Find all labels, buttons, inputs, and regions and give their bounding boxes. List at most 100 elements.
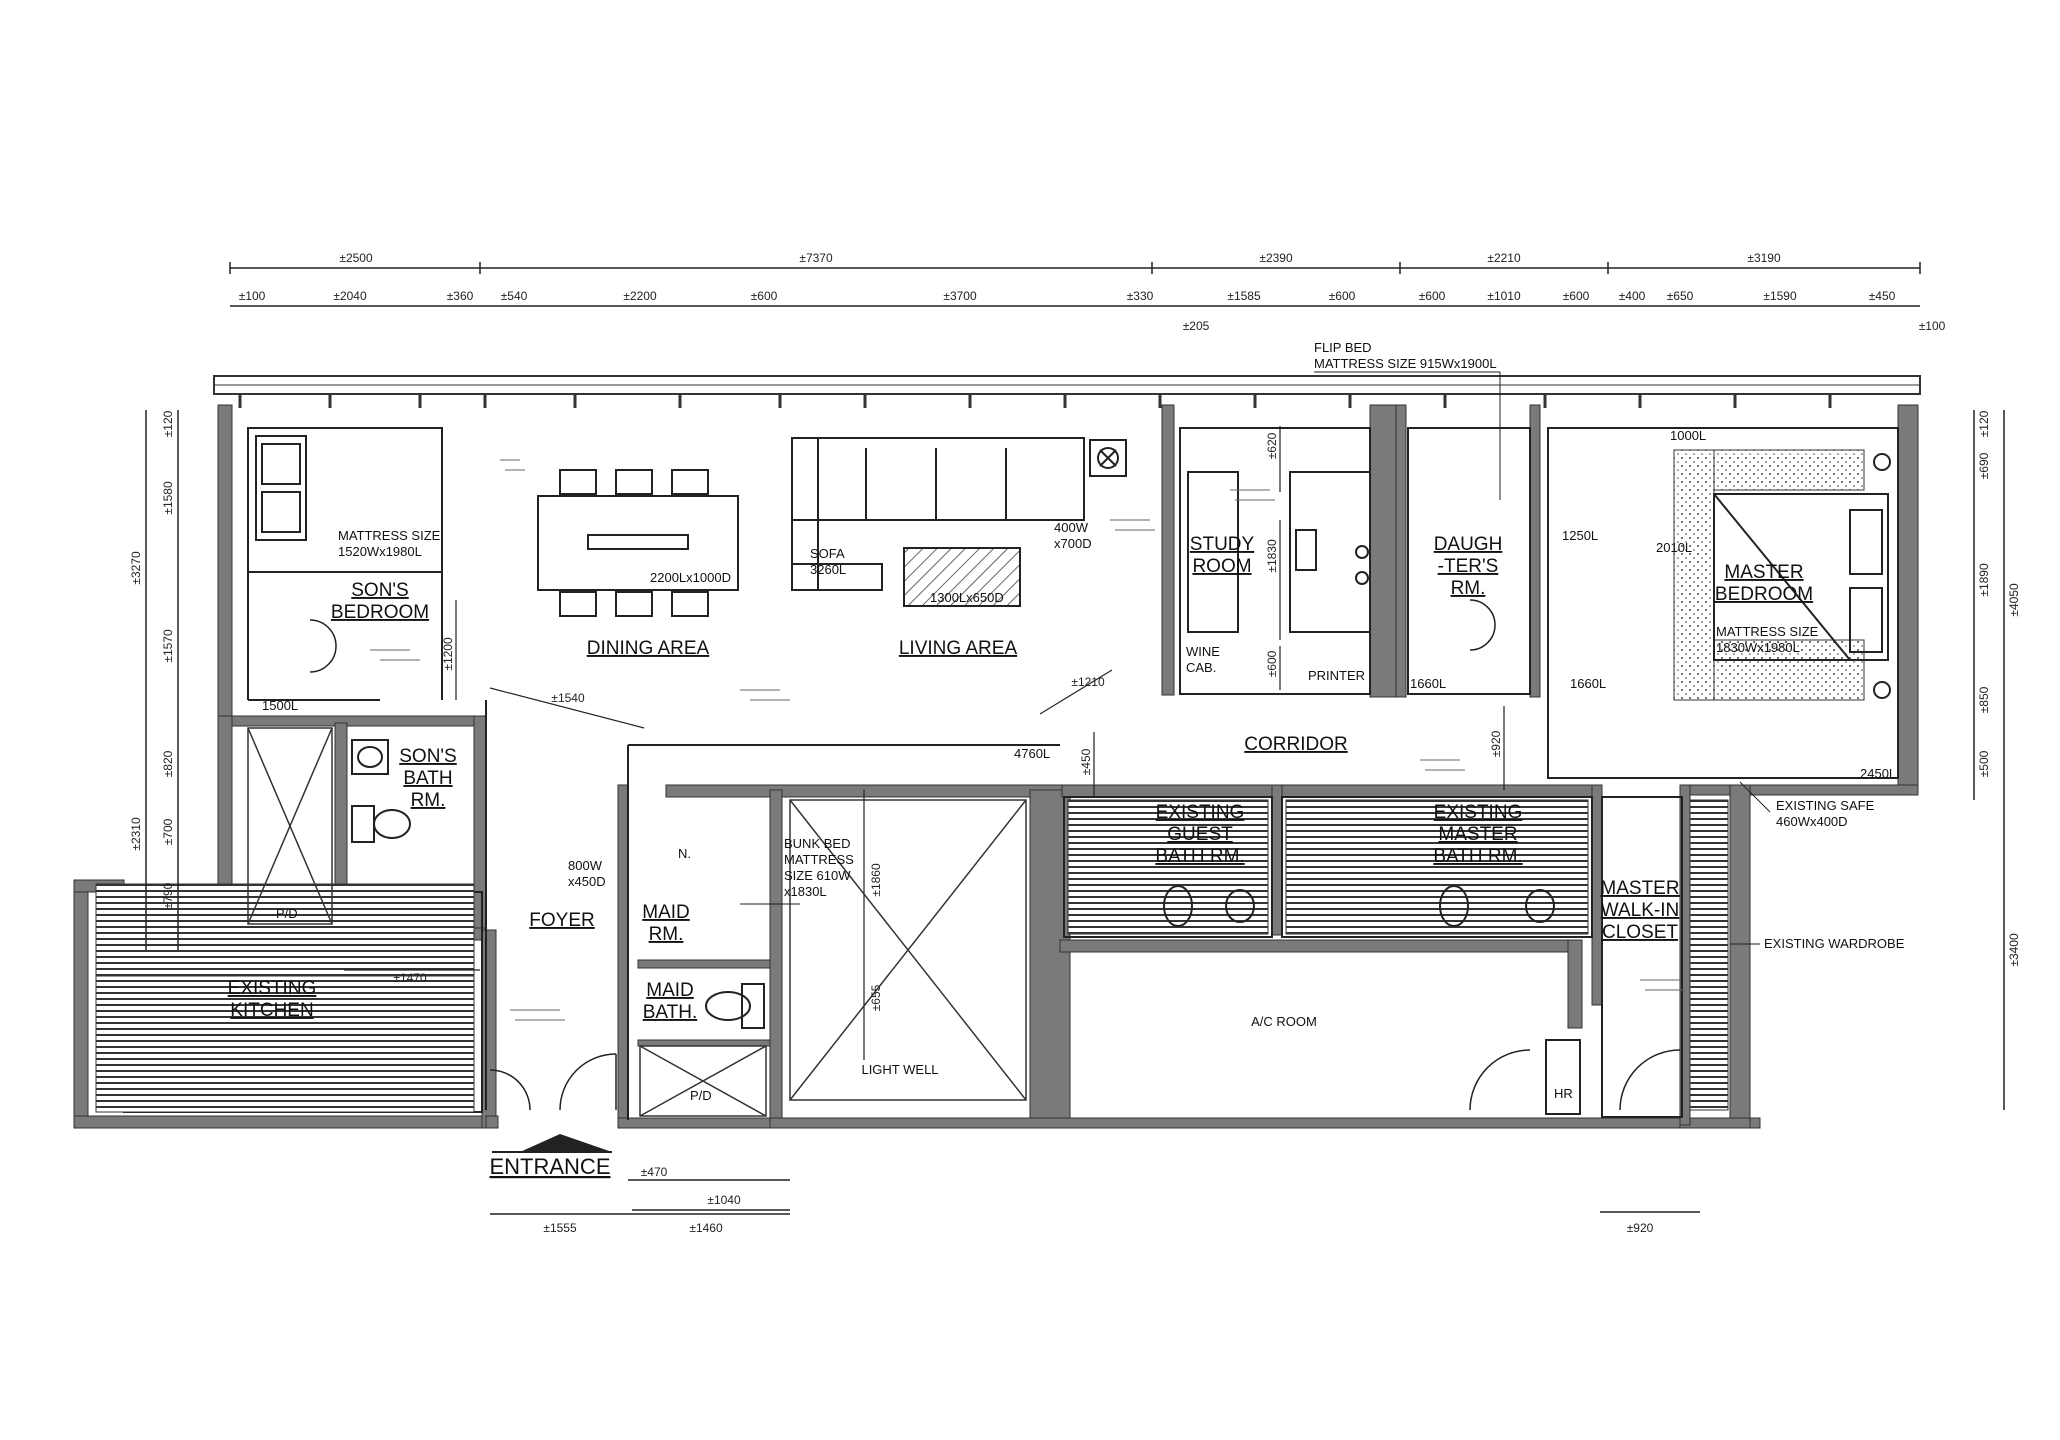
ac-room-label: A/C ROOM xyxy=(1251,1014,1317,1029)
entrance-label: ENTRANCE xyxy=(489,1154,610,1179)
dim-bottom-2: ±1555 xyxy=(543,1221,577,1235)
bottom-dimension-lines xyxy=(490,1179,1700,1215)
dim-inner-1470: ±1470 xyxy=(393,971,427,985)
inner-dimension-labels: ±1540 ±1210 ±1200 ±1470 ±620 ±1830 ±600 … xyxy=(393,432,1503,1011)
hatched-existing-areas xyxy=(95,449,1865,1113)
dim-left-inner-3: ±820 xyxy=(161,750,175,777)
son-1500l-note: 1500L xyxy=(262,698,298,713)
dim-top2-10: ±600 xyxy=(1419,289,1446,303)
d-2010l-note: 2010L xyxy=(1656,540,1692,555)
living-area-label: LIVING AREA xyxy=(899,638,1018,659)
dim-left-inner-4: ±700 xyxy=(161,818,175,845)
facade-window-line xyxy=(213,375,1921,395)
dim-right-inner-0: ±120 xyxy=(1977,410,1991,437)
d-2450l-note: 2450L xyxy=(1860,766,1896,781)
dim-right-inner-2: ±1890 xyxy=(1977,563,1991,597)
right-dimension-labels: ±120 ±690 ±1890 ±850 ±500 ±4050 ±3400 xyxy=(1977,410,2021,966)
dim-left-outer-1: ±2310 xyxy=(129,817,143,851)
dining-area-label: DINING AREA xyxy=(587,638,710,659)
left-dimension-lines xyxy=(145,410,179,950)
dim-top2-7: ±330 xyxy=(1127,289,1154,303)
coffee-table xyxy=(903,547,1021,607)
dim-top2-11: ±1010 xyxy=(1487,289,1521,303)
dim-top2-16: ±450 xyxy=(1869,289,1896,303)
dim-top-extra-0: ±205 xyxy=(1183,319,1210,333)
pd-note-1: P/D xyxy=(276,906,298,921)
dim-inner-920v: ±920 xyxy=(1489,730,1503,757)
dim-top1-2: ±2390 xyxy=(1259,251,1293,265)
dim-left-inner-0: ±120 xyxy=(161,410,175,437)
dim-top2-14: ±650 xyxy=(1667,289,1694,303)
hr-note: HR xyxy=(1554,1086,1573,1101)
d-4760l-note: 4760L xyxy=(1014,746,1050,761)
dim-top1-1: ±7370 xyxy=(799,251,833,265)
dim-bottom-0: ±470 xyxy=(641,1165,668,1179)
d-1250l-note: 1250L xyxy=(1562,528,1598,543)
dim-top2-4: ±2200 xyxy=(623,289,657,303)
toilets-basins xyxy=(351,739,1555,1029)
dim-bottom-1: ±1040 xyxy=(707,1193,741,1207)
floor-finish-strokes xyxy=(370,459,1685,1021)
dim-right-outer-0: ±4050 xyxy=(2007,583,2021,617)
shower-boxes xyxy=(247,727,1027,1117)
left-dimension-labels: ±3270 ±2310 ±120 ±1580 ±1570 ±820 ±700 ±… xyxy=(129,410,175,909)
top-dimension-row-1-labels: ±2500 ±7370 ±2390 ±2210 ±3190 xyxy=(339,251,1781,265)
dim-left-inner-5: ±790 xyxy=(161,882,175,909)
dim-bottom-3: ±1460 xyxy=(689,1221,723,1235)
wardrobe-note: EXISTING WARDROBE xyxy=(1764,936,1905,951)
corridor-label: CORRIDOR xyxy=(1244,734,1347,755)
dim-top2-1: ±2040 xyxy=(333,289,367,303)
printer-note: PRINTER xyxy=(1308,668,1365,683)
structural-walls xyxy=(73,404,1919,1129)
coffee-table-note: 1300Lx650D xyxy=(930,590,1004,605)
dim-right-inner-1: ±690 xyxy=(1977,452,1991,479)
dim-left-inner-2: ±1570 xyxy=(161,629,175,663)
entrance-arrow xyxy=(520,1134,612,1152)
sofa xyxy=(791,437,1085,591)
dim-top2-12: ±600 xyxy=(1563,289,1590,303)
dim-inner-1200: ±1200 xyxy=(441,637,455,671)
dim-inner-655: ±655 xyxy=(869,984,883,1011)
dim-right-outer-1: ±3400 xyxy=(2007,933,2021,967)
son-bed xyxy=(255,435,307,541)
table-size-note: 2200Lx1000D xyxy=(650,570,731,585)
dim-right-inner-4: ±500 xyxy=(1977,750,1991,777)
d-1660l-a-note: 1660L xyxy=(1410,676,1446,691)
dim-top1-4: ±3190 xyxy=(1747,251,1781,265)
d-1660l-b-note: 1660L xyxy=(1570,676,1606,691)
dim-inner-1860: ±1860 xyxy=(869,863,883,897)
dim-top2-2: ±360 xyxy=(447,289,474,303)
light-well-label: LIGHT WELL xyxy=(861,1062,938,1077)
dim-inner-1540: ±1540 xyxy=(551,691,585,705)
dim-top2-13: ±400 xyxy=(1619,289,1646,303)
n-note: N. xyxy=(678,846,691,861)
dim-inner-1830: ±1830 xyxy=(1265,539,1279,573)
dim-top-extra-1: ±100 xyxy=(1919,319,1946,333)
dim-top2-15: ±1590 xyxy=(1763,289,1797,303)
master-bed xyxy=(1713,453,1891,699)
dim-inner-600: ±600 xyxy=(1265,650,1279,677)
dim-top2-9: ±600 xyxy=(1329,289,1356,303)
dim-bottom-4: ±920 xyxy=(1627,1221,1654,1235)
d-1000l-note: 1000L xyxy=(1670,428,1706,443)
dim-inner-450: ±450 xyxy=(1079,748,1093,775)
dim-right-inner-3: ±850 xyxy=(1977,686,1991,713)
lamp xyxy=(1089,439,1127,477)
